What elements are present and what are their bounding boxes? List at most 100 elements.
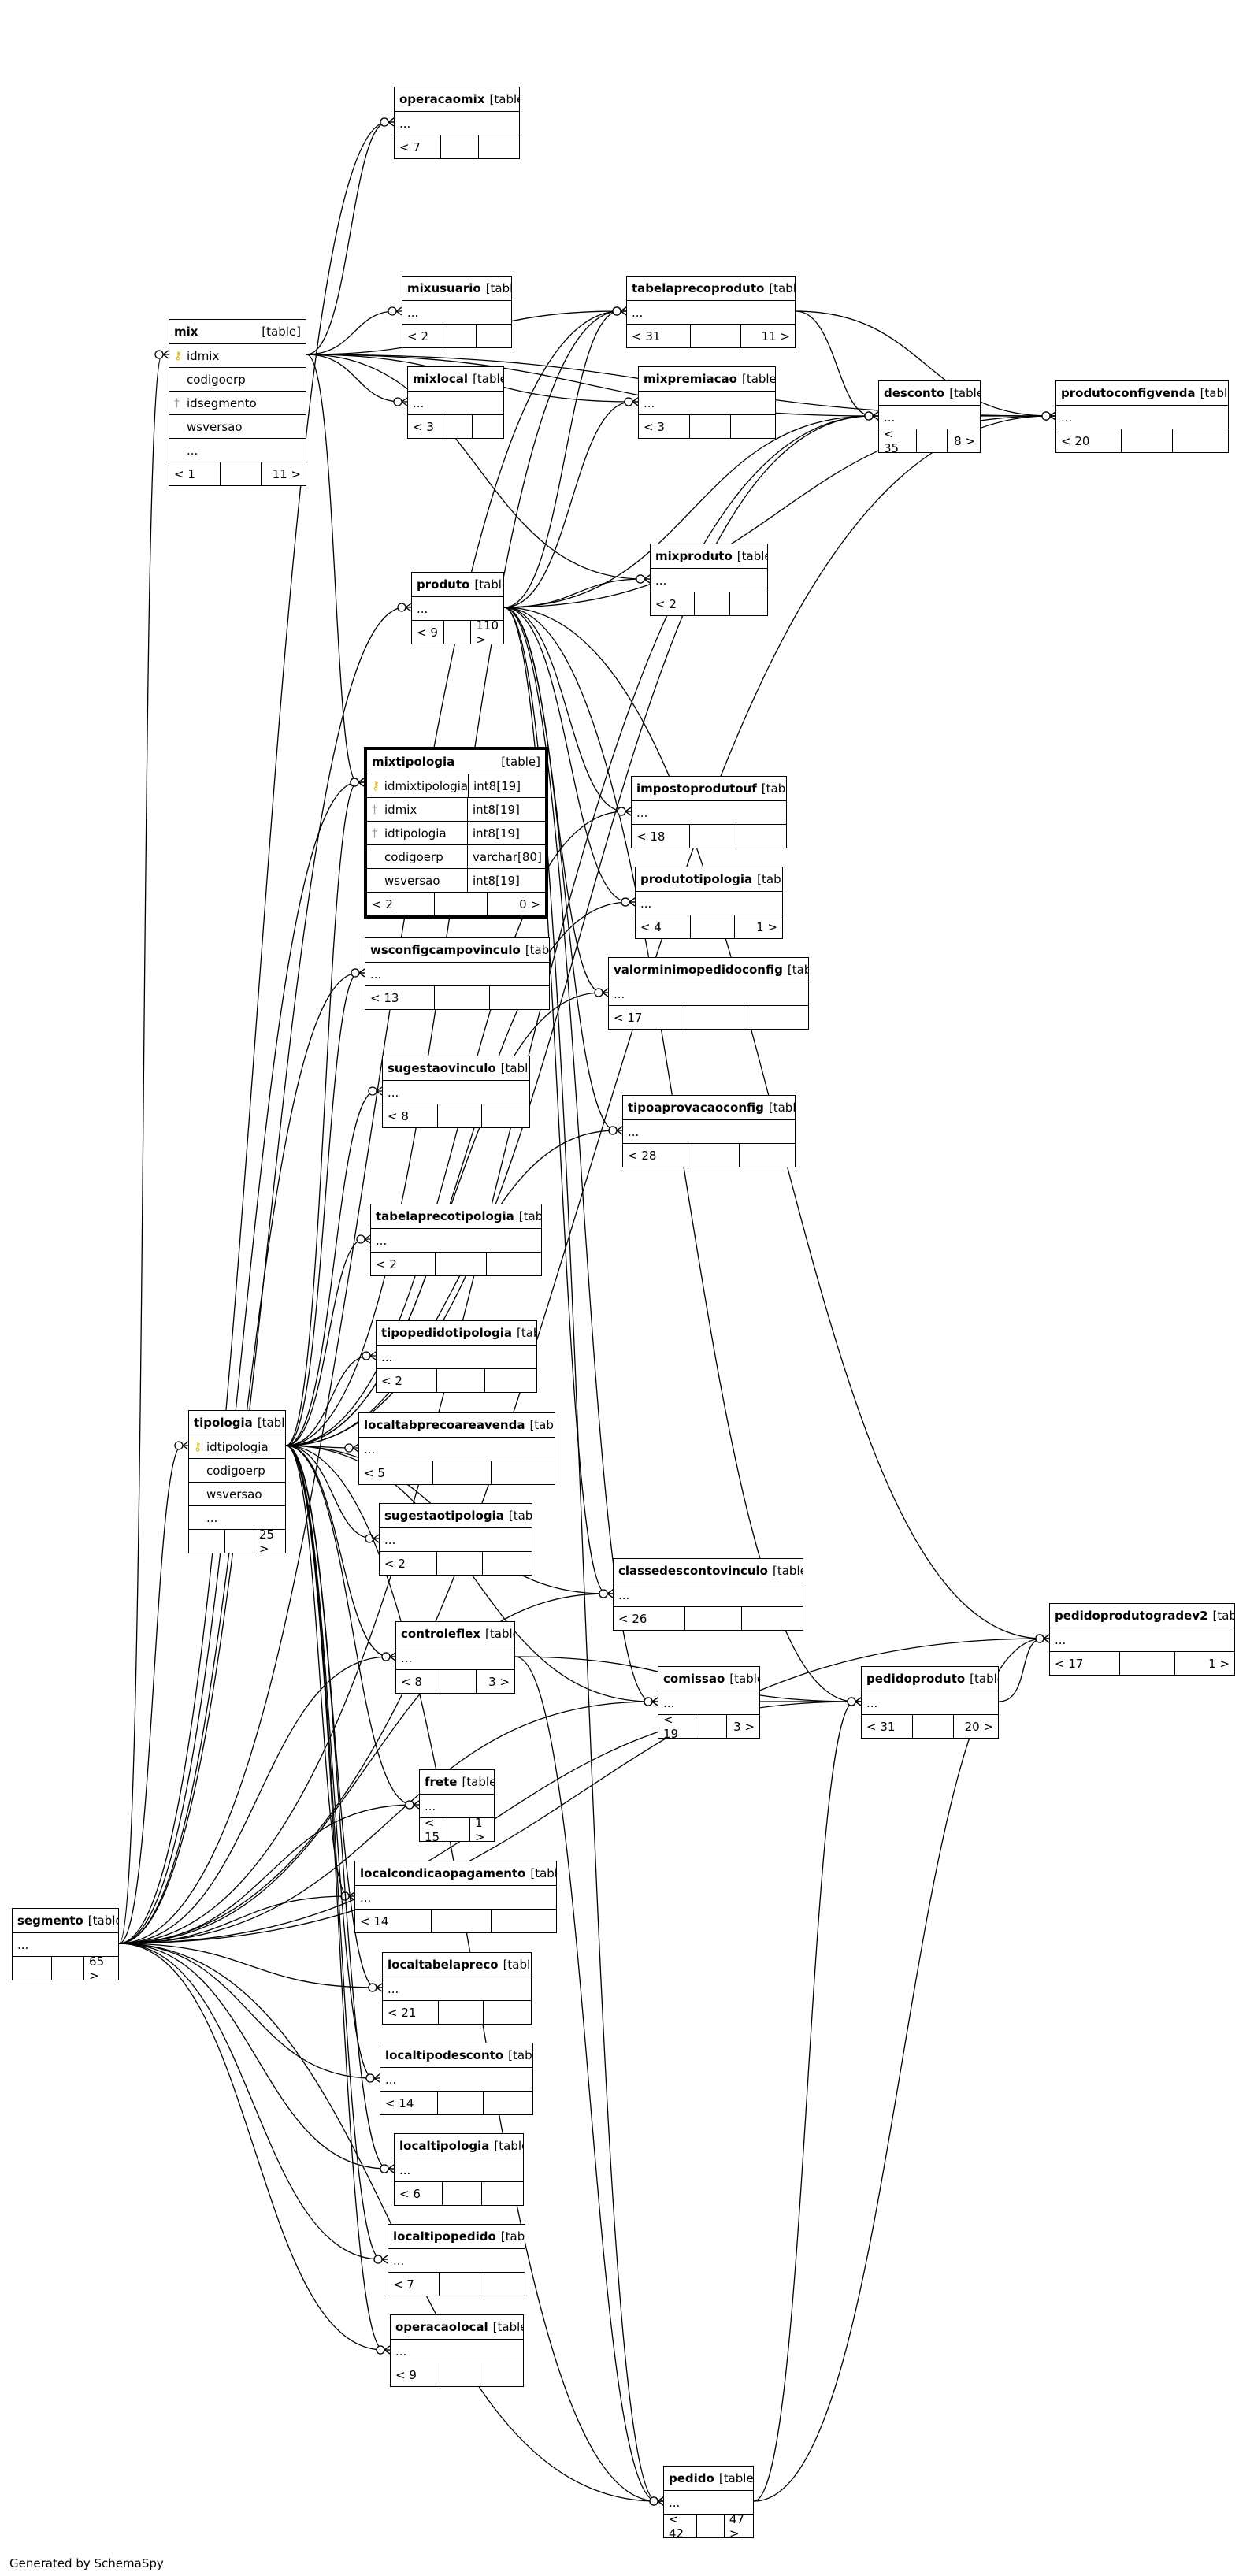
child-count[interactable] (473, 415, 503, 438)
table-header[interactable]: impostoprodutouf[table] (632, 777, 786, 801)
column-name[interactable]: idmix (187, 348, 220, 363)
column-row[interactable]: ⚷idmix (169, 344, 306, 368)
table-header[interactable]: valorminimopedidoconfig[table] (609, 958, 808, 982)
table-localtipodesconto[interactable]: localtipodesconto[table]...< 14 (380, 2043, 533, 2115)
table-segmento[interactable]: segmento[table]...65 > (12, 1908, 119, 1983)
child-count[interactable]: 3 > (733, 1719, 755, 1734)
table-header[interactable]: localtipopedido[table] (388, 2225, 525, 2249)
parent-count[interactable]: < 13 (365, 986, 436, 1009)
relationship-line[interactable] (118, 121, 388, 1944)
relationship-line[interactable] (118, 1943, 374, 2079)
relationship-line[interactable] (285, 1090, 377, 1446)
table-sugestaovinculo[interactable]: sugestaovinculo[table]...< 8 (382, 1056, 530, 1128)
column-name[interactable]: idtipologia (384, 826, 447, 841)
child-count[interactable] (484, 2092, 532, 2114)
collapsed-columns[interactable]: ... (879, 406, 980, 429)
column-name[interactable]: codigoerp (206, 1463, 265, 1478)
child-count[interactable] (736, 825, 786, 848)
parent-count[interactable]: < 4 (636, 915, 692, 938)
collapsed-columns[interactable]: ... (13, 1933, 118, 1957)
parent-count[interactable]: < 17 (1050, 1652, 1120, 1675)
table-tabelaprecotipologia[interactable]: tabelaprecotipologia[table]...< 2 (370, 1204, 542, 1276)
table-name[interactable]: tabelaprecotipologia (376, 1209, 514, 1223)
column-name[interactable]: ... (206, 1510, 218, 1525)
table-header[interactable]: mixproduto[table] (651, 544, 767, 569)
child-count[interactable] (730, 592, 767, 615)
relationship-line[interactable] (503, 607, 658, 2502)
table-name[interactable]: controleflex (401, 1627, 481, 1641)
table-name[interactable]: localtipodesconto (385, 2048, 504, 2062)
relationship-line[interactable] (753, 1701, 855, 2502)
column-row[interactable]: ... (169, 439, 306, 462)
table-name[interactable]: frete (425, 1775, 458, 1789)
child-count[interactable] (490, 986, 549, 1009)
column-name[interactable]: ... (187, 443, 198, 458)
column-name[interactable]: wsversao (187, 419, 243, 434)
relationship-line[interactable] (285, 811, 625, 1446)
child-count[interactable] (492, 1461, 555, 1484)
table-header[interactable]: pedidoprodutogradev2[table] (1050, 1604, 1234, 1628)
child-count[interactable] (1173, 429, 1228, 452)
parent-count[interactable]: < 7 (395, 135, 442, 158)
relationship-line[interactable] (998, 1638, 1044, 1702)
table-name[interactable]: mix (174, 325, 198, 339)
relationship-line[interactable] (118, 1943, 384, 2351)
relationship-line[interactable] (118, 1445, 183, 1944)
relationship-line[interactable] (118, 1943, 388, 2170)
table-impostoprodutouf[interactable]: impostoprodutouf[table]...< 18 (631, 776, 787, 848)
table-name[interactable]: classedescontovinculo (618, 1564, 768, 1578)
relationship-line[interactable] (285, 1445, 373, 1539)
parent-count[interactable]: < 2 (367, 893, 435, 915)
table-header[interactable]: sugestaovinculo[table] (383, 1056, 529, 1081)
parent-count[interactable]: < 3 (639, 415, 691, 438)
collapsed-columns[interactable]: ... (862, 1691, 998, 1715)
table-name[interactable]: tipopedidotipologia (381, 1326, 512, 1340)
parent-count[interactable]: < 21 (383, 2001, 440, 2024)
table-header[interactable]: localtabelapreco[table] (383, 1953, 531, 1977)
parent-count[interactable]: < 5 (359, 1461, 434, 1484)
collapsed-columns[interactable]: ... (658, 1691, 759, 1715)
relationship-line[interactable] (514, 1656, 658, 2502)
table-name[interactable]: tabelaprecoproduto (632, 281, 765, 295)
parent-count[interactable]: < 7 (388, 2273, 440, 2296)
table-name[interactable]: tipologia (194, 1416, 253, 1430)
table-produtoconfigvenda[interactable]: produtoconfigvenda[table]...< 20 (1055, 380, 1229, 453)
collapsed-columns[interactable]: ... (402, 301, 511, 325)
table-operacaomix[interactable]: operacaomix[table]...< 7 (394, 87, 520, 159)
collapsed-columns[interactable]: ... (623, 1120, 795, 1144)
parent-count[interactable]: < 1 (169, 462, 221, 485)
table-name[interactable]: mixusuario (407, 281, 481, 295)
collapsed-columns[interactable]: ... (380, 1528, 532, 1552)
parent-count[interactable] (189, 1530, 225, 1553)
relationship-line[interactable] (285, 1355, 370, 1446)
parent-count[interactable]: < 35 (879, 427, 917, 455)
relationship-line[interactable] (118, 415, 873, 1944)
collapsed-columns[interactable]: ... (627, 301, 795, 325)
relationship-line[interactable] (306, 354, 644, 580)
column-row[interactable]: †idsegmento (169, 392, 306, 415)
collapsed-columns[interactable]: ... (664, 2491, 753, 2515)
column-name[interactable]: idsegmento (187, 395, 257, 410)
child-count[interactable] (483, 1552, 532, 1575)
table-header[interactable]: frete[table] (420, 1770, 494, 1795)
table-comissao[interactable]: comissao[table]...< 193 > (658, 1666, 760, 1741)
relationship-line[interactable] (118, 1701, 652, 1944)
parent-count[interactable]: < 31 (627, 325, 691, 347)
relationship-line[interactable] (285, 1445, 390, 1657)
collapsed-columns[interactable]: ... (396, 1646, 514, 1670)
child-count[interactable] (487, 1253, 541, 1275)
table-header[interactable]: mix[table] (169, 320, 306, 344)
relationship-line[interactable] (118, 415, 1050, 1944)
table-frete[interactable]: frete[table]...< 151 > (419, 1769, 495, 1844)
table-name[interactable]: pedido (669, 2471, 714, 2485)
column-row[interactable]: codigoerp (189, 1459, 285, 1483)
table-header[interactable]: comissao[table] (658, 1667, 759, 1691)
collapsed-columns[interactable]: ... (355, 1886, 556, 1910)
table-sugestaotipologia[interactable]: sugestaotipologia[table]...< 2 (379, 1503, 532, 1576)
parent-count[interactable]: < 26 (614, 1607, 686, 1630)
table-name[interactable]: produto (417, 577, 470, 592)
table-header[interactable]: tabelaprecotipologia[table] (371, 1204, 541, 1229)
relationship-line[interactable] (503, 310, 621, 608)
